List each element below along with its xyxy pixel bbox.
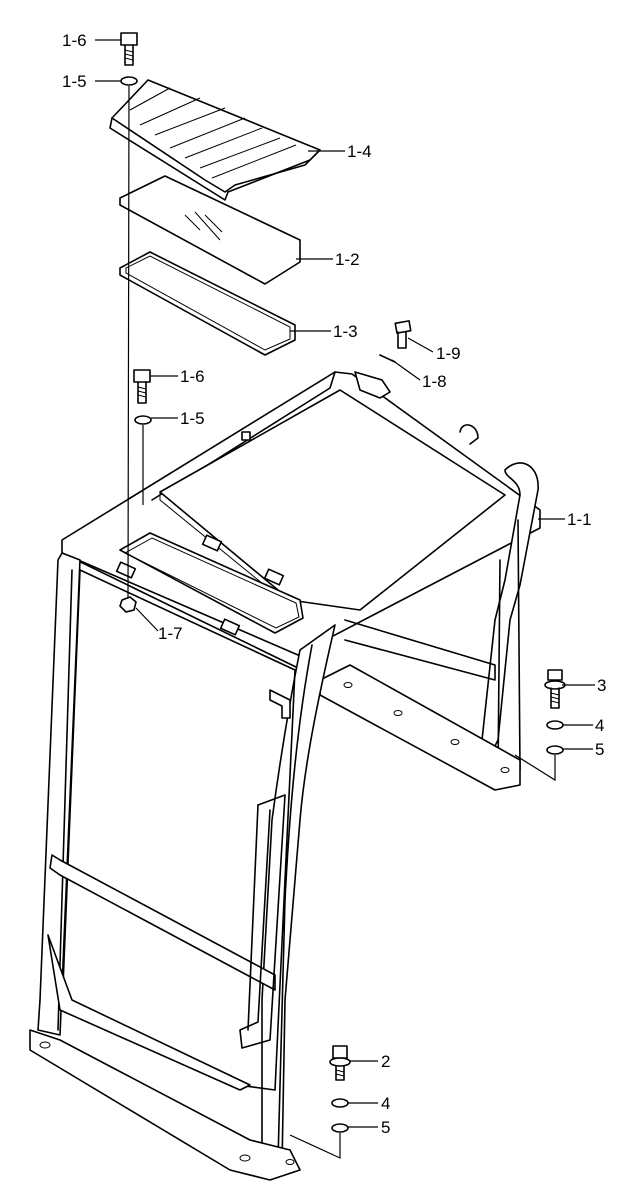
callout-5-right: 5	[595, 740, 604, 759]
bolt-1-6-upper	[120, 32, 138, 66]
callout-1-6-upper: 1-6	[62, 31, 87, 50]
callout-1-2: 1-2	[335, 250, 360, 269]
callout-4-lower: 4	[381, 1094, 390, 1113]
washer-1-5-lower	[134, 415, 152, 425]
callout-1-7: 1-7	[158, 624, 183, 643]
callout-1-6-lower: 1-6	[180, 367, 205, 386]
callout-3: 3	[597, 676, 606, 695]
glass-seal	[119, 251, 296, 356]
washer-4-right	[546, 720, 564, 730]
callout-1-5-lower: 1-5	[180, 409, 205, 428]
washer-1-5-upper	[120, 76, 138, 86]
bolt-3	[544, 669, 566, 709]
leader-lines	[95, 39, 595, 1128]
bolt-1-9	[394, 320, 412, 349]
washer-5-right	[546, 745, 564, 755]
callout-1-8: 1-8	[422, 372, 447, 391]
callout-5-lower: 5	[381, 1118, 390, 1137]
callout-2: 2	[381, 1052, 390, 1071]
callout-1-9: 1-9	[436, 344, 461, 363]
bolt-2	[329, 1045, 351, 1081]
callout-4-right: 4	[595, 716, 604, 735]
callout-1-3: 1-3	[333, 322, 358, 341]
canopy-frame	[29, 371, 541, 1181]
nut-1-7	[119, 596, 137, 613]
callout-1-1: 1-1	[567, 510, 592, 529]
callout-1-4: 1-4	[347, 142, 372, 161]
bolt-1-6-lower	[133, 369, 151, 404]
washer-4-lower	[331, 1098, 349, 1108]
roof-cover-plate	[109, 79, 321, 201]
washer-5-lower	[331, 1123, 349, 1133]
roof-glass	[119, 175, 301, 285]
callout-1-5-upper: 1-5	[62, 72, 87, 91]
